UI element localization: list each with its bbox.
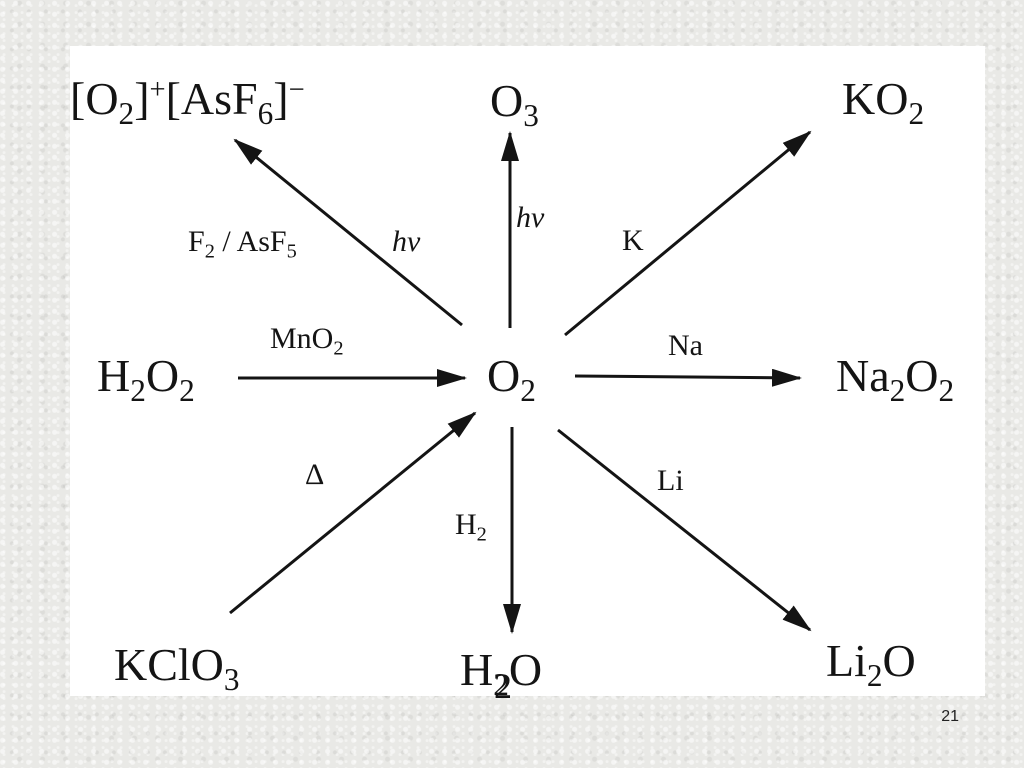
arrow-to-dioxygenyl [233,138,463,327]
page-number: 21 [941,708,959,725]
node-hydrogen-peroxide: H2O2 [97,350,195,408]
arrow-to-li2o [557,428,812,632]
label-manganese-dioxide: MnO2 [270,322,344,360]
node-dioxygen-center: O2 [487,350,536,408]
arrow-to-ko2 [564,130,812,337]
node-potassium-chlorate: KClO3 [114,639,240,697]
node-potassium-superoxide: KO2 [842,73,925,131]
arrow-to-na2o2 [574,368,802,387]
slide-panel [70,46,985,696]
label-sodium: Na [668,329,703,362]
label-lithium: Li [657,464,684,497]
node-lithium-oxide: Li2O [826,635,916,693]
node-ozone: O3 [490,75,539,133]
arrow-from-kclo3 [229,411,477,615]
label-heat: Δ [305,458,325,491]
stray-subscript-two: 2 [494,666,512,706]
label-hydrogen: H2 [455,508,487,546]
label-potassium: K [622,224,644,257]
node-dioxygenyl-hexafluoroarsenate: [O2]+[AsF6]− [70,73,305,131]
node-water: H2O [460,644,543,702]
label-fluorine-arsenic-pentafluoride: F2 / AsF5 [188,225,297,263]
node-sodium-peroxide: Na2O2 [836,350,955,408]
label-light-top: hν [516,201,545,234]
label-light-left: hν [392,225,421,258]
